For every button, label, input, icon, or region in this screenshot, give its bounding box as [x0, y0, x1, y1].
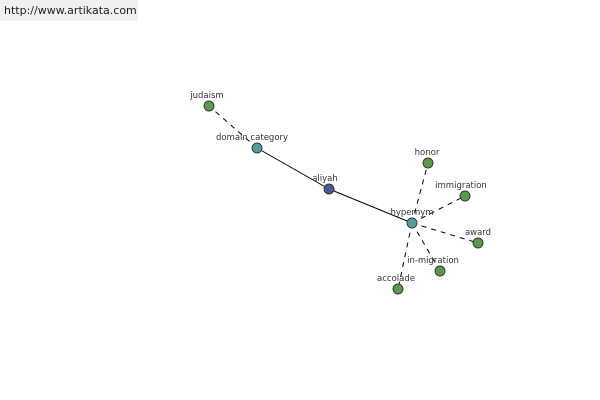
edge-hypernym-award — [411, 222, 479, 244]
node-accolade[interactable]: accolade — [377, 274, 415, 295]
node-award-label: award — [465, 228, 491, 238]
node-accolade-label: accolade — [377, 274, 415, 284]
node-honor[interactable]: honor — [415, 148, 440, 169]
node-judaism-dot[interactable] — [203, 100, 215, 112]
edge-hypernym-accolade — [397, 222, 413, 290]
node-in-migration-dot[interactable] — [434, 265, 446, 277]
edge-aliyah-hypernym — [328, 188, 413, 224]
node-aliyah[interactable]: aliyah — [312, 174, 338, 195]
node-aliyah-dot[interactable] — [323, 183, 335, 195]
edge-domain-category-judaism — [208, 105, 258, 149]
node-domain-category[interactable]: domain category — [216, 133, 288, 154]
edge-aliyah-domain-category — [256, 147, 330, 190]
node-honor-dot[interactable] — [422, 157, 434, 169]
node-immigration-dot[interactable] — [459, 190, 471, 202]
node-hypernym-dot[interactable] — [406, 217, 418, 229]
node-in-migration-label: in-migration — [407, 256, 459, 266]
node-award-dot[interactable] — [472, 237, 484, 249]
node-award[interactable]: award — [465, 228, 491, 249]
edge-hypernym-honor — [411, 162, 429, 224]
node-domain-category-dot[interactable] — [251, 142, 263, 154]
node-judaism-label: judaism — [189, 91, 223, 101]
node-hypernym-label: hypernym — [390, 208, 433, 218]
node-in-migration[interactable]: in-migration — [407, 256, 459, 277]
node-accolade-dot[interactable] — [392, 283, 404, 295]
node-domain-category-label: domain category — [216, 133, 288, 143]
node-immigration-label: immigration — [435, 181, 487, 191]
node-honor-label: honor — [415, 148, 440, 158]
node-judaism[interactable]: judaism — [189, 91, 224, 112]
node-aliyah-label: aliyah — [312, 174, 338, 184]
node-hypernym[interactable]: hypernym — [390, 208, 434, 229]
site-url-link[interactable]: http://www.artikata.com — [0, 0, 138, 21]
node-immigration[interactable]: immigration — [435, 181, 487, 202]
